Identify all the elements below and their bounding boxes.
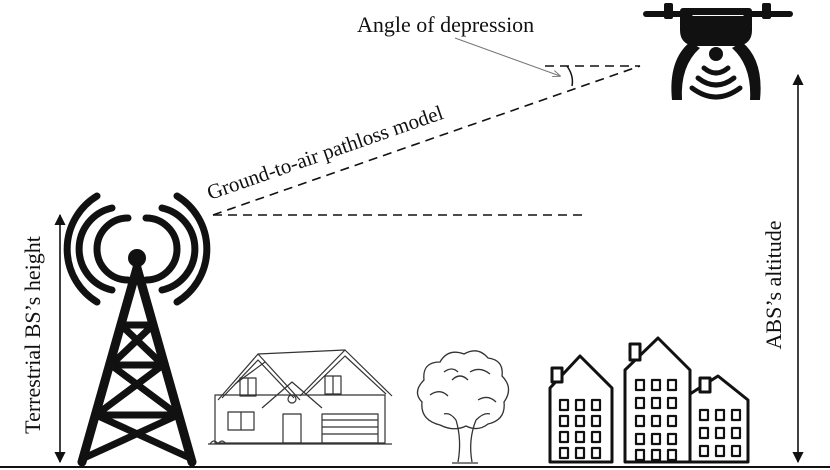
angle-pointer-arrow (454, 37, 560, 76)
bs-height-label: Terrestrial BS’s height (20, 236, 45, 434)
city-buildings-icon (548, 336, 750, 464)
tree-icon (416, 350, 510, 464)
pathloss-dashed-line (212, 65, 641, 216)
drone-icon (643, 3, 793, 100)
angle-of-depression-label: Angle of depression (357, 12, 534, 37)
house-icon (208, 349, 393, 445)
depression-angle-arc (566, 65, 574, 87)
abs-altitude-label: ABS’s altitude (761, 221, 786, 350)
pathloss-model-label: Ground-to-air pathloss model (204, 100, 447, 204)
radio-tower-icon (63, 192, 211, 467)
